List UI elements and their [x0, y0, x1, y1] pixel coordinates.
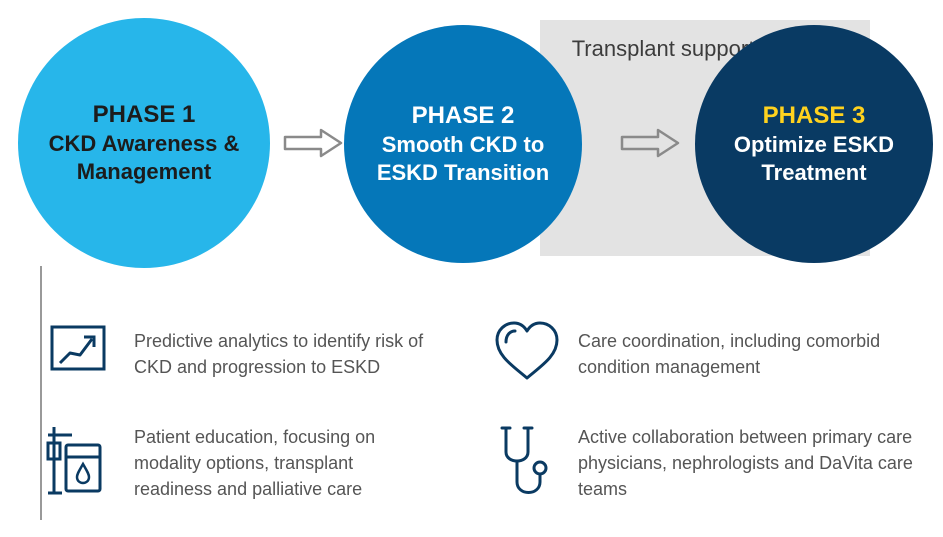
trend-chart-icon [50, 325, 106, 371]
heart-icon [495, 321, 559, 380]
arrow-right-icon [283, 128, 343, 158]
phase-3-circle: PHASE 3 Optimize ESKD Treatment [695, 25, 933, 263]
divider-line [40, 266, 42, 520]
phase-1-circle: PHASE 1 CKD Awareness & Management [18, 18, 270, 268]
feature-predictive-analytics: Predictive analytics to identify risk of… [134, 331, 424, 377]
feature-active-collaboration: Active collaboration between primary car… [578, 427, 913, 499]
stethoscope-icon [500, 426, 548, 494]
phase-1-subtitle: CKD Awareness & Management [48, 131, 240, 184]
feature-care-coordination: Care coordination, including comorbid co… [578, 331, 881, 377]
phase-3-title: PHASE 3 [762, 102, 866, 129]
phase-1-title: PHASE 1 [92, 101, 196, 128]
phase-3-subtitle: Optimize ESKD Treatment [733, 132, 895, 185]
feature-patient-education: Patient education, focusing on modality … [134, 427, 376, 499]
phase-2-circle: PHASE 2 Smooth CKD to ESKD Transition [344, 25, 582, 263]
iv-dialysis-icon [46, 427, 102, 495]
phase-2-subtitle: Smooth CKD to ESKD Transition [376, 132, 550, 185]
arrow-right-icon [620, 128, 680, 158]
transplant-support-label: Transplant support [571, 36, 755, 61]
phase-2-title: PHASE 2 [411, 102, 515, 129]
